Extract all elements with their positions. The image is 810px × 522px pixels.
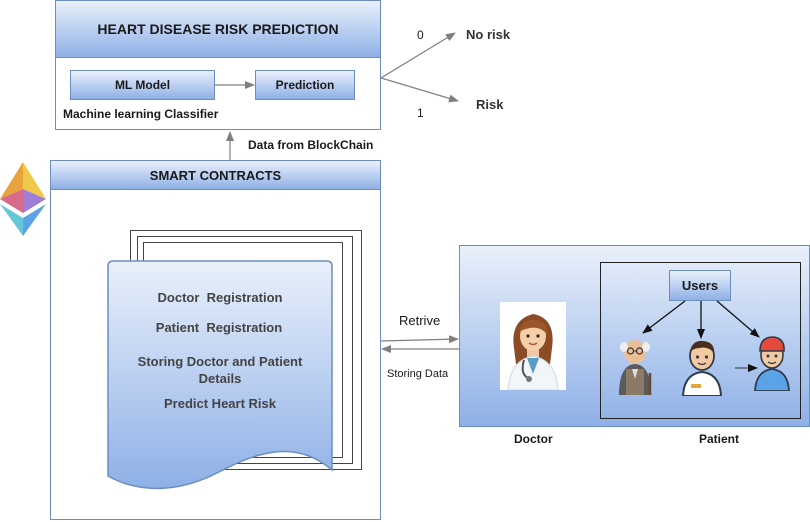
doctor-caption: Doctor [514, 432, 553, 446]
contract-document [107, 260, 333, 490]
doctor-avatar [500, 302, 566, 391]
storing-data-label: Storing Data [387, 368, 449, 380]
output-0-value: 0 [417, 28, 424, 42]
contract-item-storing-details: Storing Doctor and Patient Details [137, 354, 303, 386]
smart-contracts-title: SMART CONTRACTS [50, 160, 381, 190]
classifier-caption: Machine learning Classifier [63, 107, 219, 121]
ml-model-box: ML Model [70, 70, 215, 100]
contract-item-patient-registration: Patient Registration [155, 320, 283, 335]
male-user-icon [681, 340, 723, 396]
retrieve-label: Retrive [399, 313, 441, 328]
contract-item-predict-heart-risk: Predict Heart Risk [164, 396, 276, 411]
data-from-blockchain-label: Data from BlockChain [248, 138, 374, 152]
users-box: Users [669, 270, 731, 301]
risk-label: Risk [476, 97, 504, 112]
patient-caption: Patient [699, 432, 740, 446]
no-risk-label: No risk [466, 27, 511, 42]
female-user-icon [754, 336, 790, 391]
prediction-title: HEART DISEASE RISK PREDICTION [55, 0, 381, 58]
elderly-user-icon [619, 340, 652, 395]
prediction-box: Prediction [255, 70, 355, 100]
output-1-value: 1 [417, 106, 424, 120]
ethereum-logo [0, 162, 46, 236]
users-inner-box [600, 262, 801, 419]
contract-item-doctor-registration: Doctor Registration [157, 290, 283, 305]
